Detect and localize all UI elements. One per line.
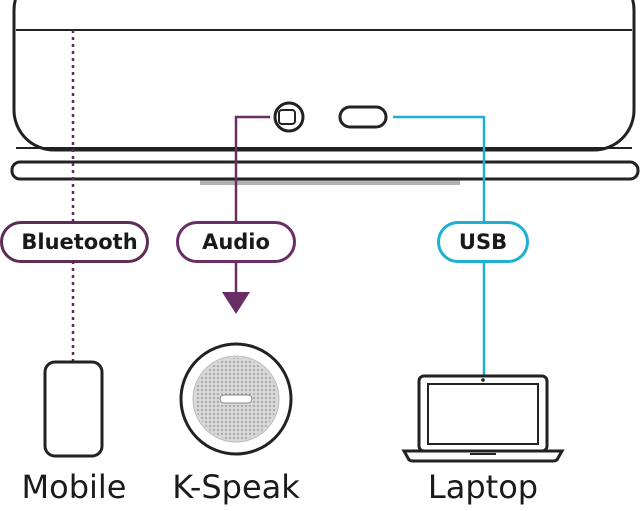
speakerphone-hub-icon <box>10 0 640 185</box>
k-speak-caption: K-Speak <box>172 468 300 506</box>
mobile-phone-icon <box>43 360 104 458</box>
audio-label: Audio <box>176 221 296 263</box>
speaker-icon <box>179 342 293 456</box>
audio-jack-port-icon <box>273 101 305 133</box>
mobile-caption: Mobile <box>21 468 127 506</box>
laptop-caption: Laptop <box>427 468 539 506</box>
laptop-icon <box>401 374 565 463</box>
usb-c-port-icon <box>338 105 388 129</box>
bluetooth-label: Bluetooth <box>0 221 149 263</box>
usb-label: USB <box>437 221 529 263</box>
usb-connection-line <box>393 115 486 376</box>
